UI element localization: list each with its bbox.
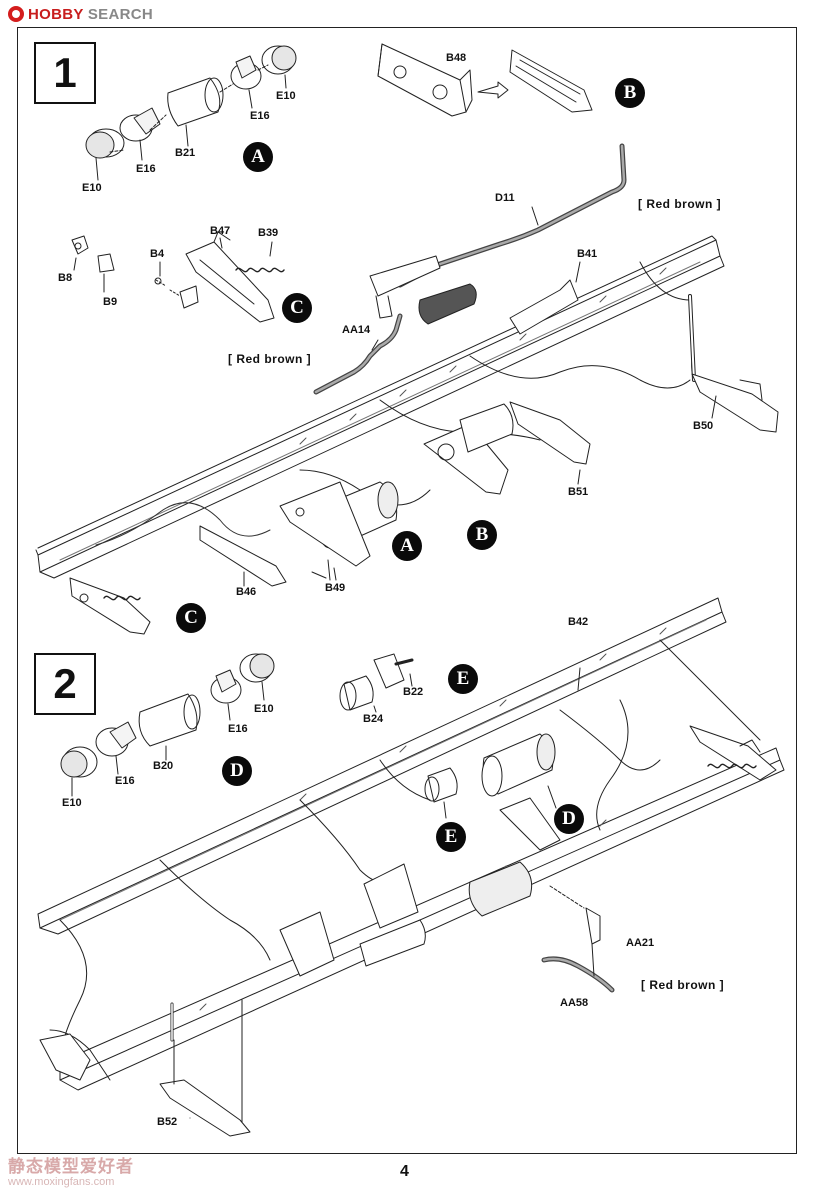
part-label-aa14: AA14 <box>342 324 371 336</box>
instruction-frame <box>17 27 797 1154</box>
part-label-b48: B48 <box>446 52 467 64</box>
subassembly-badge-a: A <box>392 531 422 561</box>
subassembly-badge-e: E <box>448 664 478 694</box>
part-label-e16: E16 <box>136 163 156 175</box>
part-label-b46: B46 <box>236 586 257 598</box>
part-label-e10: E10 <box>254 703 274 715</box>
part-label-b39: B39 <box>258 227 279 239</box>
paint-note-red-brown: [ Red brown ] <box>228 352 312 366</box>
b41-aa14-assembly <box>316 256 580 392</box>
subassembly-badge-c: C <box>176 603 206 633</box>
hobbysearch-logo-icon <box>8 6 24 22</box>
part-label-b52: B52 <box>157 1116 178 1128</box>
part-label-b47: B47 <box>210 225 231 237</box>
step2-installed-parts <box>40 668 776 1080</box>
part-label-e16: E16 <box>115 775 135 787</box>
rear-bracket-c <box>70 578 150 634</box>
subassembly-badge-d: D <box>554 804 584 834</box>
part-label-b4: B4 <box>150 248 165 260</box>
paint-note-red-brown: [ Red brown ] <box>638 197 722 211</box>
subassembly-e-exploded <box>340 654 412 712</box>
watermark: 静态模型爱好者 www.moxingfans.com <box>8 1158 134 1188</box>
watermark-text: 静态模型爱好者 <box>8 1157 134 1176</box>
cylinder-a-installed <box>200 402 590 586</box>
part-label-aa21: AA21 <box>626 937 655 949</box>
page-number: 4 <box>400 1163 409 1180</box>
part-label-e16: E16 <box>228 723 248 735</box>
b50-bracket <box>692 374 778 432</box>
subassembly-d-exploded <box>61 654 274 796</box>
subassembly-badge-b: B <box>615 78 645 108</box>
subassembly-badge-d: D <box>222 756 252 786</box>
part-label-d11: D11 <box>495 192 515 204</box>
b48-bracket <box>378 44 592 116</box>
b47-bracket <box>186 232 284 322</box>
part-label-e10: E10 <box>62 797 82 809</box>
b52-bracket <box>160 1000 250 1136</box>
subassembly-badge-e: E <box>436 822 466 852</box>
subassembly-badge-a: A <box>243 142 273 172</box>
brand-logo: HOBBY SEARCH <box>28 5 154 23</box>
step-1-number: 1 <box>34 42 96 104</box>
part-label-b22: B22 <box>403 686 424 698</box>
step-2-number: 2 <box>34 653 96 715</box>
aa21-aa58-assembly <box>544 886 612 990</box>
part-label-b51: B51 <box>568 486 589 498</box>
chassis-frame-step2 <box>38 598 784 1090</box>
watermark-url: www.moxingfans.com <box>8 1176 115 1188</box>
part-label-b9: B9 <box>103 296 118 308</box>
part-label-b20: B20 <box>153 760 174 772</box>
part-label-aa58: AA58 <box>560 997 589 1009</box>
part-label-e16: E16 <box>250 110 270 122</box>
part-label-b50: B50 <box>693 420 714 432</box>
d11-rod <box>400 146 624 285</box>
part-label-b41: B41 <box>577 248 598 260</box>
subassembly-badge-b: B <box>467 520 497 550</box>
subassembly-a-exploded <box>86 46 296 180</box>
subassembly-badge-c: C <box>282 293 312 323</box>
paint-note-red-brown: [ Red brown ] <box>641 978 725 992</box>
part-label-b21: B21 <box>175 147 196 159</box>
small-parts-c <box>72 236 198 308</box>
part-label-e10: E10 <box>276 90 296 102</box>
part-label-b24: B24 <box>363 713 384 725</box>
part-label-b8: B8 <box>58 272 73 284</box>
site-header: HOBBY SEARCH <box>8 4 153 24</box>
part-label-e10: E10 <box>82 182 102 194</box>
part-label-b49: B49 <box>325 582 346 594</box>
part-label-b42: B42 <box>568 616 589 628</box>
